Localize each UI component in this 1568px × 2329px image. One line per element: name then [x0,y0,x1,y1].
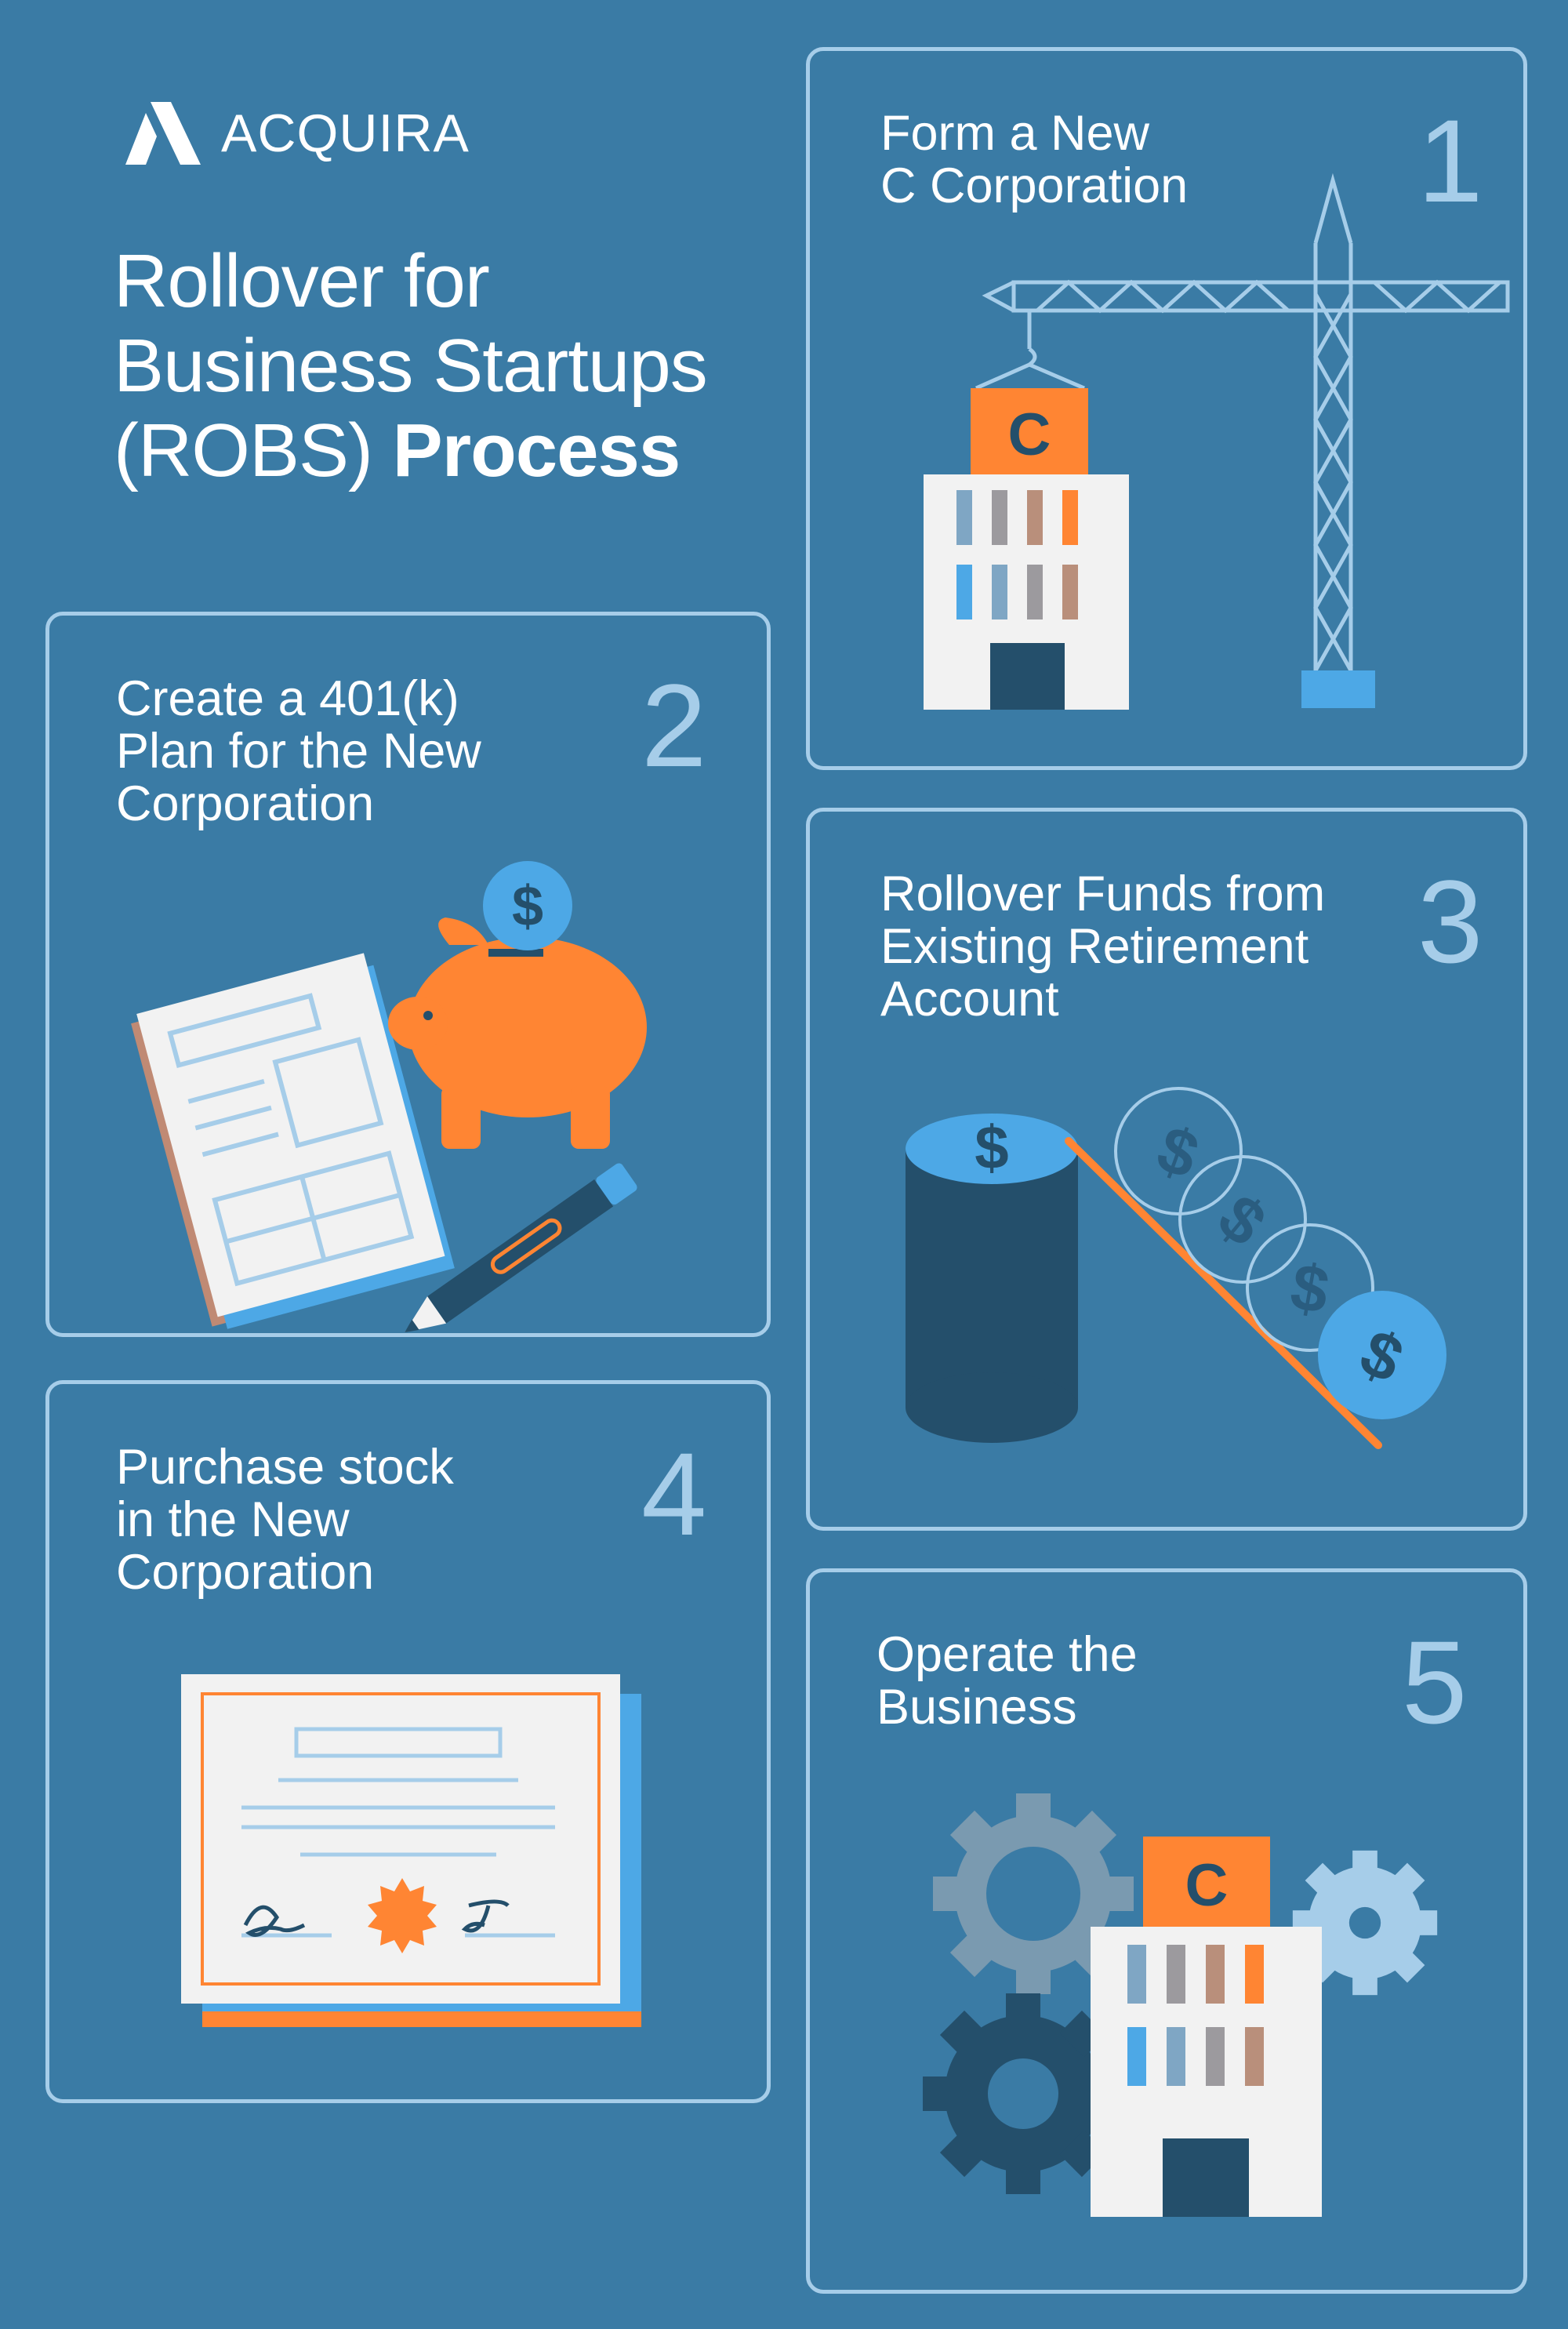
ghost-coin-dollar-2: $ [1204,1180,1279,1260]
step-1-number: 1 [1417,95,1483,227]
step-4-number: 4 [641,1428,707,1560]
step-5-number: 5 [1402,1616,1468,1748]
page-title: Rollover for Business Startups (ROBS) Pr… [114,239,708,493]
step-card-2: Create a 401(k) Plan for the New Corpora… [45,612,771,1337]
crane-building-icon: C [924,173,1510,710]
acquira-logo: ACQUIRA [125,102,470,165]
corp-letter-1: C [1008,401,1051,468]
step-3-title: Rollover Funds from Existing Retirement … [880,867,1326,1026]
brand-name: ACQUIRA [221,104,470,163]
step-card-1: Form a New C Corporation 1 C [806,47,1527,770]
step-4-title: Purchase stock in the New Corporation [116,1440,454,1600]
title-line-3: (ROBS) Process [114,409,707,493]
corp-letter-5: C [1185,1852,1229,1919]
piggy-bank-icon: $ [131,861,647,1333]
title-line-3-bold: Process [392,409,681,492]
title-line-3-regular: (ROBS) [114,409,393,492]
gears-building-icon: C [923,1793,1438,2217]
step-card-4: Purchase stock in the New Corporation 4 [45,1380,771,2103]
piggy-coin-dollar: $ [512,875,543,938]
step-1-title: Form a New C Corporation [880,106,1189,213]
ghost-coin-dollar-1: $ [1149,1111,1208,1193]
stock-certificate-icon [181,1674,641,2027]
stack-dollar: $ [975,1113,1008,1182]
title-line-2: Business Startups [114,324,708,408]
acquira-logo-icon [125,102,201,165]
step-card-5: Operate the Business 5 [806,1568,1527,2294]
ghost-coin-dollar-3: $ [1286,1249,1334,1328]
step-2-title: Create a 401(k) Plan for the New Corpora… [116,671,481,831]
step-card-3: Rollover Funds from Existing Retirement … [806,808,1527,1531]
title-line-1: Rollover for [114,239,490,323]
step-3-number: 3 [1417,856,1483,987]
step-2-number: 2 [641,659,707,791]
step-5-title: Operate the Business [877,1627,1138,1735]
coin-transfer-icon: $ $ $ $ $ [906,1087,1446,1449]
